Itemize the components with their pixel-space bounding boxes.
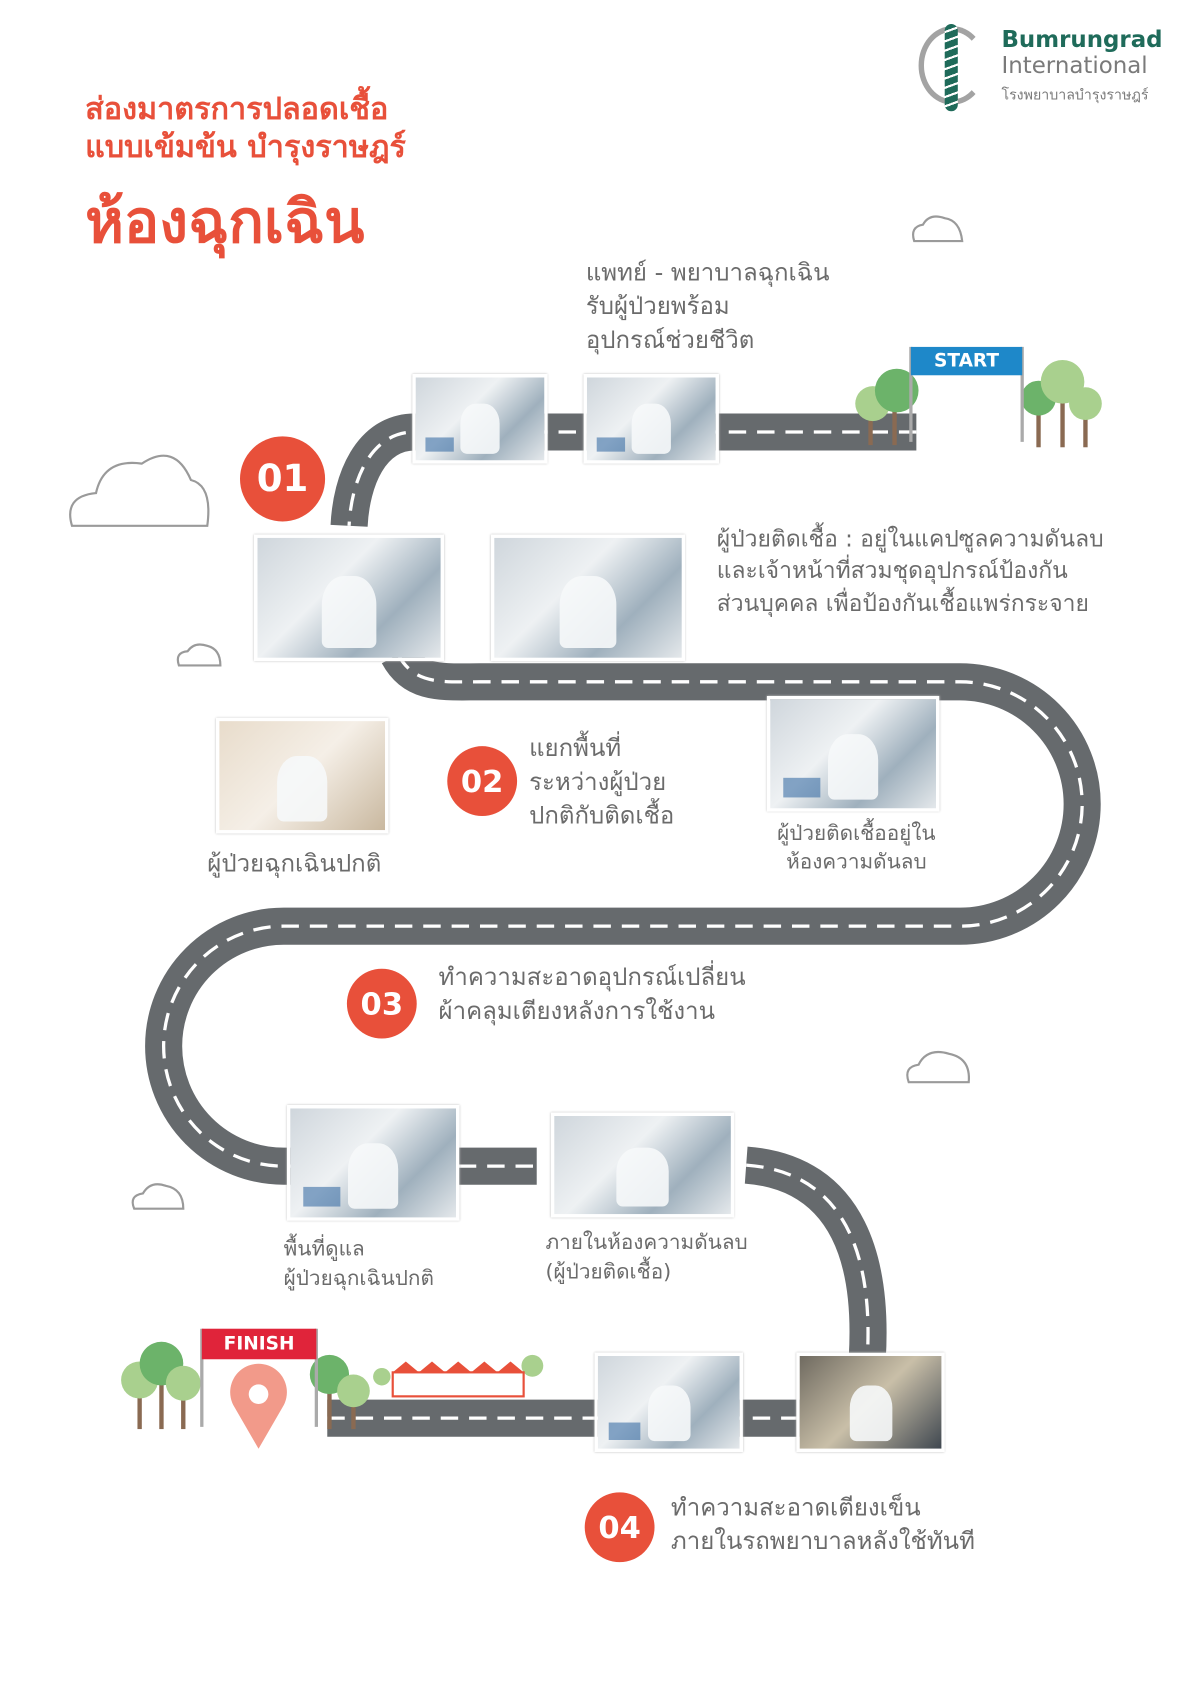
step-3-text: ทำความสะอาดอุปกรณ์เปลี่ยน ผ้าคลุมเตียงหล… bbox=[439, 962, 746, 1029]
title-line-2: แบบเข้มข้น บำรุงราษฎร์ bbox=[85, 128, 406, 165]
location-pin-icon bbox=[230, 1363, 287, 1449]
photo-normal-er bbox=[215, 717, 389, 834]
photo-ambulance-patient bbox=[583, 374, 719, 464]
logo-sub: International bbox=[1001, 52, 1148, 79]
photo-cleaning-stretcher bbox=[594, 1352, 743, 1452]
start-flag: START bbox=[910, 346, 1023, 376]
step-badge-03: 03 bbox=[346, 968, 417, 1039]
serpent-icon bbox=[944, 23, 958, 112]
text-line: ภายในห้องความดันลบ bbox=[545, 1230, 748, 1255]
photo-isolation-capsule bbox=[254, 534, 444, 662]
page-title: ส่องมาตรการปลอดเชื้อ แบบเข้มข้น บำรุงราษ… bbox=[85, 89, 406, 165]
step-4-text: ทำความสะอาดเตียงเข็น ภายในรถพยาบาลหลังใช… bbox=[671, 1492, 975, 1559]
text-line: ผู้ป่วยติดเชื้ออยู่ใน bbox=[777, 821, 936, 846]
text-line: ทำความสะอาดอุปกรณ์เปลี่ยน bbox=[438, 964, 746, 992]
step-badge-04: 04 bbox=[584, 1492, 655, 1563]
step-2-text: แยกพื้นที่ ระหว่างผู้ป่วย ปกติกับติดเชื้… bbox=[529, 733, 674, 834]
finish-flag: FINISH bbox=[201, 1328, 317, 1360]
photo-negative-pressure-room bbox=[766, 695, 940, 812]
normal-patient-caption: ผู้ป่วยฉุกเฉินปกติ bbox=[207, 850, 382, 879]
text-line: ส่วนบุคคล เพื่อป้องกันเชื้อแพร่กระจาย bbox=[716, 589, 1089, 617]
text-line: และเจ้าหน้าที่สวมชุดอุปกรณ์ป้องกัน bbox=[716, 557, 1068, 585]
text-line: อุปกรณ์ช่วยชีวิต bbox=[585, 326, 755, 355]
text-line: ห้องความดันลบ bbox=[786, 849, 927, 874]
step-1-text: แพทย์ - พยาบาลฉุกเฉิน รับผู้ป่วยพร้อม อุ… bbox=[586, 257, 830, 358]
text-line: รับผู้ป่วยพร้อม bbox=[585, 293, 730, 321]
text-line: แยกพื้นที่ bbox=[529, 735, 622, 763]
step-1-note: ผู้ป่วยติดเชื้อ : อยู่ในแคปซูลความดันลบ … bbox=[717, 524, 1104, 620]
text-line: ผู้ป่วยฉุกเฉินปกติ bbox=[283, 1266, 434, 1291]
photo-ambulance-staff bbox=[412, 374, 548, 464]
logo: Bumrungrad International โรงพยาบาลบำรุงร… bbox=[918, 23, 1164, 112]
text-line: พื้นที่ดูแล bbox=[283, 1237, 365, 1262]
text-line: แพทย์ - พยาบาลฉุกเฉิน bbox=[585, 259, 830, 287]
photo-normal-care-area bbox=[286, 1105, 460, 1221]
title-line-1: ส่องมาตรการปลอดเชื้อ bbox=[85, 90, 389, 127]
houses-icon bbox=[391, 1361, 525, 1398]
photo-ambulance-ppe bbox=[490, 534, 686, 662]
text-line: (ผู้ป่วยติดเชื้อ) bbox=[545, 1259, 672, 1284]
normal-care-caption: พื้นที่ดูแล ผู้ป่วยฉุกเฉินปกติ bbox=[284, 1235, 434, 1293]
text-line: ภายในรถพยาบาลหลังใช้ทันที bbox=[670, 1528, 975, 1556]
text-line: ทำความสะอาดเตียงเข็น bbox=[670, 1494, 921, 1522]
photo-ambulance-cleaning bbox=[796, 1352, 945, 1452]
title-main: ห้องฉุกเฉิน bbox=[85, 187, 365, 257]
photo-negative-pressure-interior bbox=[550, 1112, 735, 1218]
logo-thai: โรงพยาบาลบำรุงราษฎร์ bbox=[1001, 87, 1149, 104]
negative-pressure-caption: ภายในห้องความดันลบ (ผู้ป่วยติดเชื้อ) bbox=[545, 1228, 747, 1286]
text-line: ผู้ป่วยติดเชื้อ : อยู่ในแคปซูลความดันลบ bbox=[716, 525, 1104, 552]
cloud-icon bbox=[69, 215, 970, 1210]
text-line: ปกติกับติดเชื้อ bbox=[529, 802, 675, 830]
infected-patient-caption: ผู้ป่วยติดเชื้ออยู่ใน ห้องความดันลบ bbox=[764, 820, 949, 876]
text-line: ระหว่างผู้ป่วย bbox=[529, 768, 667, 797]
text-line: ผ้าคลุมเตียงหลังการใช้งาน bbox=[438, 997, 715, 1026]
tree-icon bbox=[121, 359, 1102, 1430]
step-badge-01: 01 bbox=[239, 436, 326, 522]
logo-name: Bumrungrad bbox=[1001, 26, 1163, 53]
step-badge-02: 02 bbox=[447, 746, 518, 816]
